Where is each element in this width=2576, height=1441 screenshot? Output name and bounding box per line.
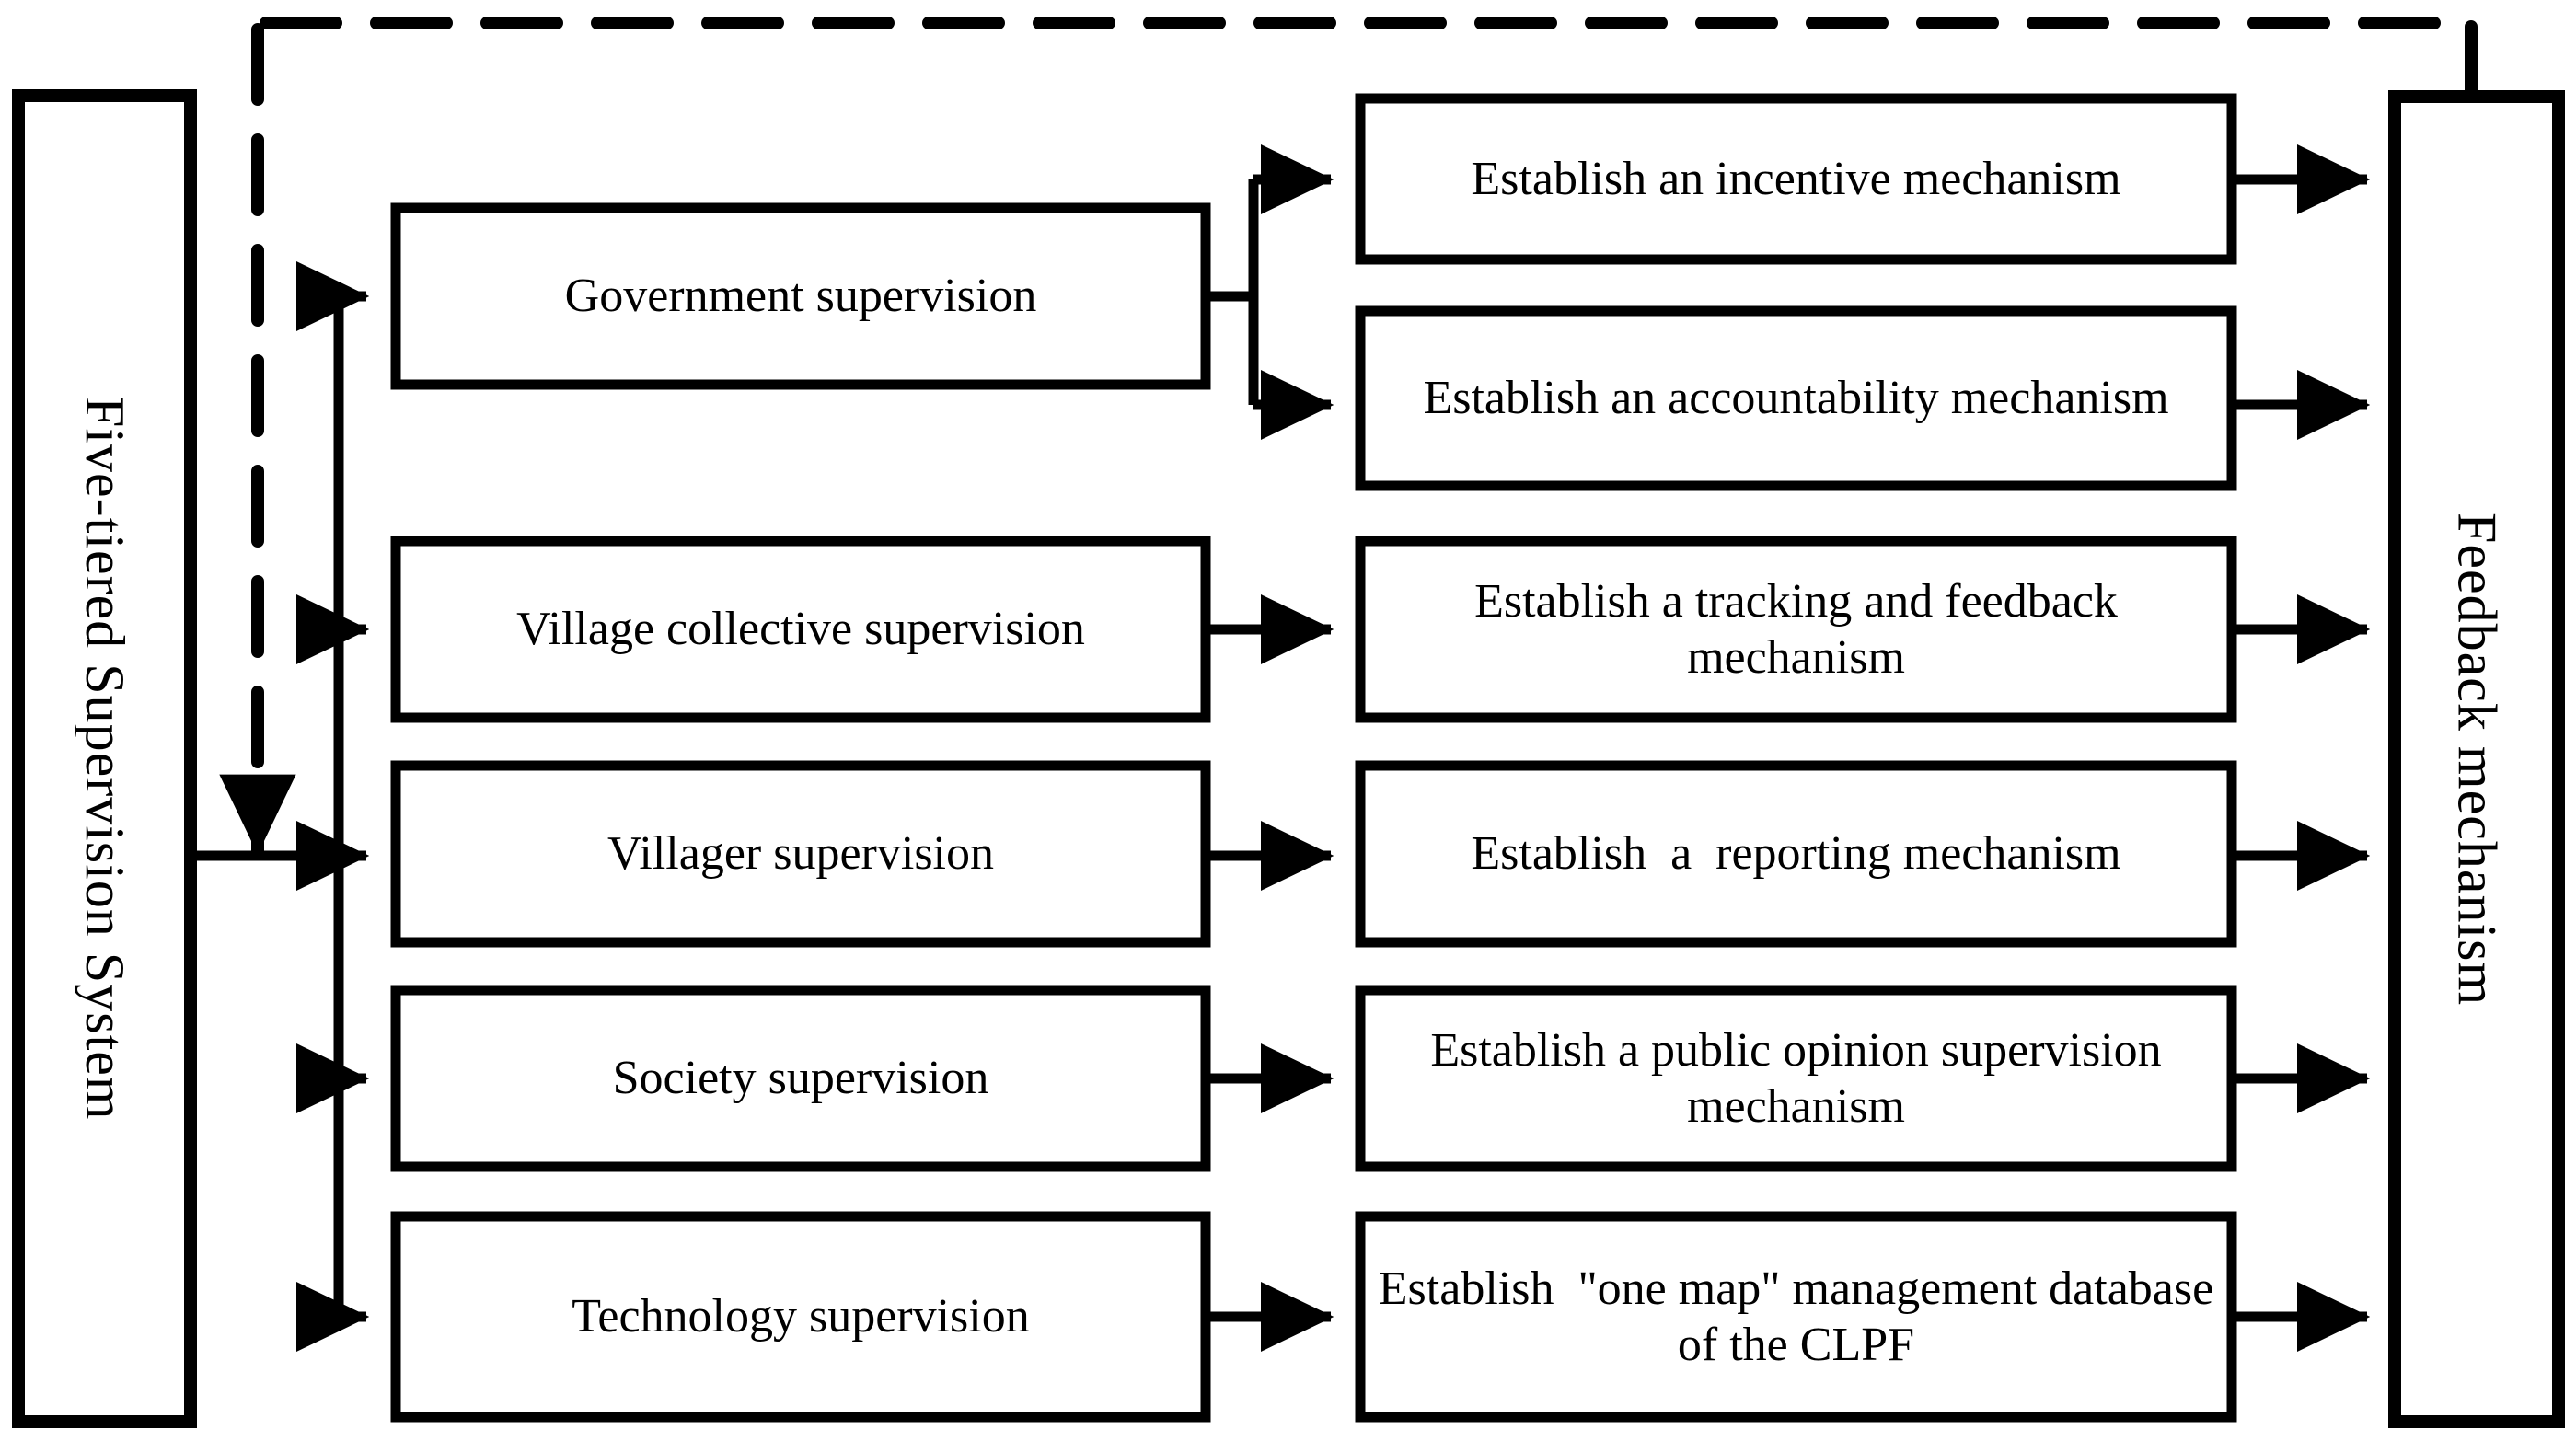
connector-government-split <box>1206 179 1259 405</box>
mechanism-box-tracking-feedback[interactable] <box>1355 536 2237 723</box>
tier-box-government[interactable] <box>390 202 1211 390</box>
source-box[interactable] <box>12 89 197 1428</box>
mechanism-box-reporting[interactable] <box>1355 760 2237 948</box>
feedback-box[interactable] <box>2388 90 2565 1428</box>
mechanism-box-one-map-database[interactable] <box>1355 1211 2237 1423</box>
dashed-feedback-riser <box>258 17 2478 103</box>
tier-box-village-collective[interactable] <box>390 536 1211 723</box>
mechanism-box-incentive[interactable] <box>1355 93 2237 265</box>
tier-box-technology[interactable] <box>390 1211 1211 1423</box>
tier-box-society[interactable] <box>390 985 1211 1172</box>
tier-box-villager[interactable] <box>390 760 1211 948</box>
mechanism-box-accountability[interactable] <box>1355 305 2237 491</box>
mechanism-box-public-opinion[interactable] <box>1355 985 2237 1172</box>
